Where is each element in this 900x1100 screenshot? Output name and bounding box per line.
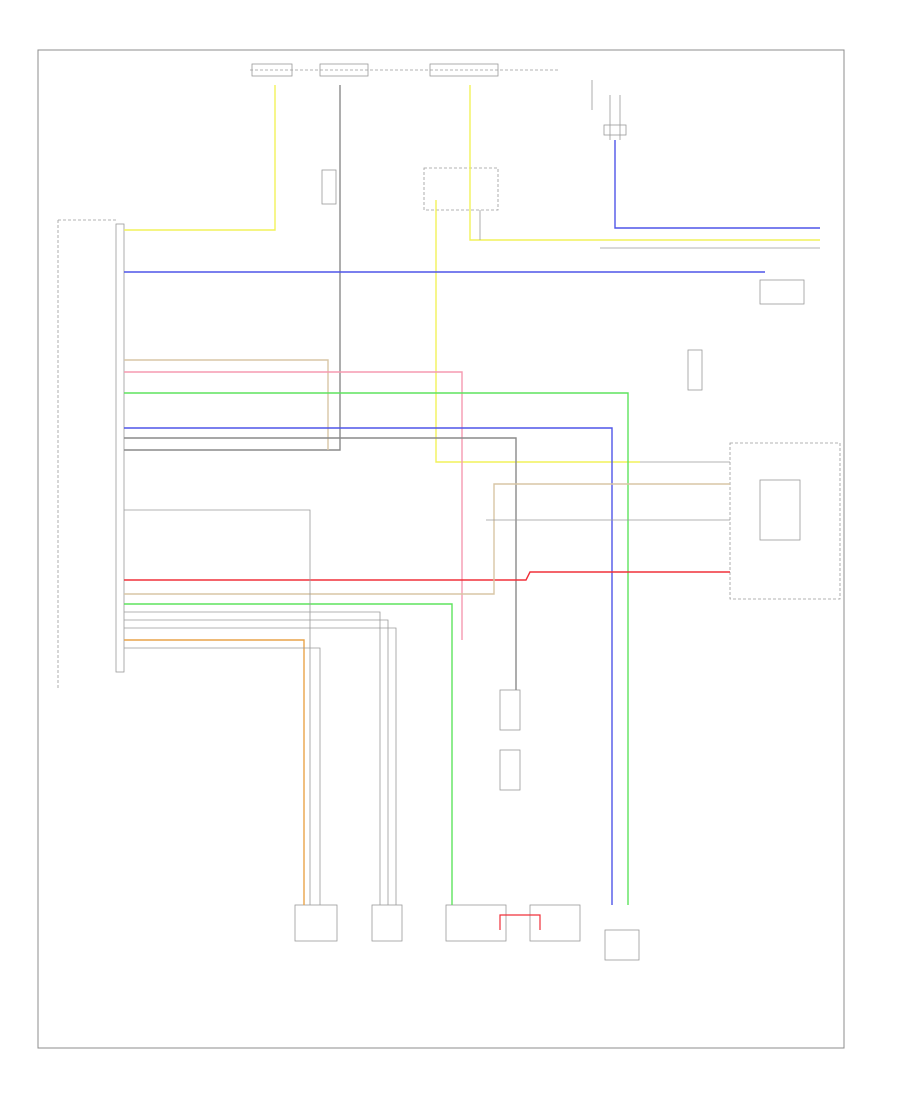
w-green-lower <box>124 603 453 905</box>
w-red-lower <box>124 571 730 581</box>
w-blue-mid <box>124 427 613 905</box>
w-tan-mid <box>124 359 329 450</box>
junction-connector-top <box>321 167 499 211</box>
misc-connectors <box>499 279 805 791</box>
wires <box>124 85 820 905</box>
right-controller <box>729 442 841 600</box>
w-yel-ac-top <box>124 85 276 231</box>
neutral-wiring <box>124 210 820 905</box>
w-green-mid <box>124 392 629 905</box>
red-jumper <box>499 914 541 930</box>
diagram-frame <box>37 49 845 1049</box>
ac-amplifier-connector <box>57 219 125 690</box>
w-blue-right-top <box>614 140 820 229</box>
w-yel-right <box>469 85 820 241</box>
w-tan-lower <box>124 483 730 595</box>
w-gray-mid <box>124 437 517 690</box>
w-yel-center <box>435 200 640 463</box>
top-right-connector <box>591 80 627 140</box>
w-pink-mid <box>124 371 463 640</box>
w-gray-riser <box>124 85 341 451</box>
w-orange-lower <box>124 639 305 905</box>
fuse-block <box>250 63 560 77</box>
bottom-sensors <box>294 904 640 961</box>
